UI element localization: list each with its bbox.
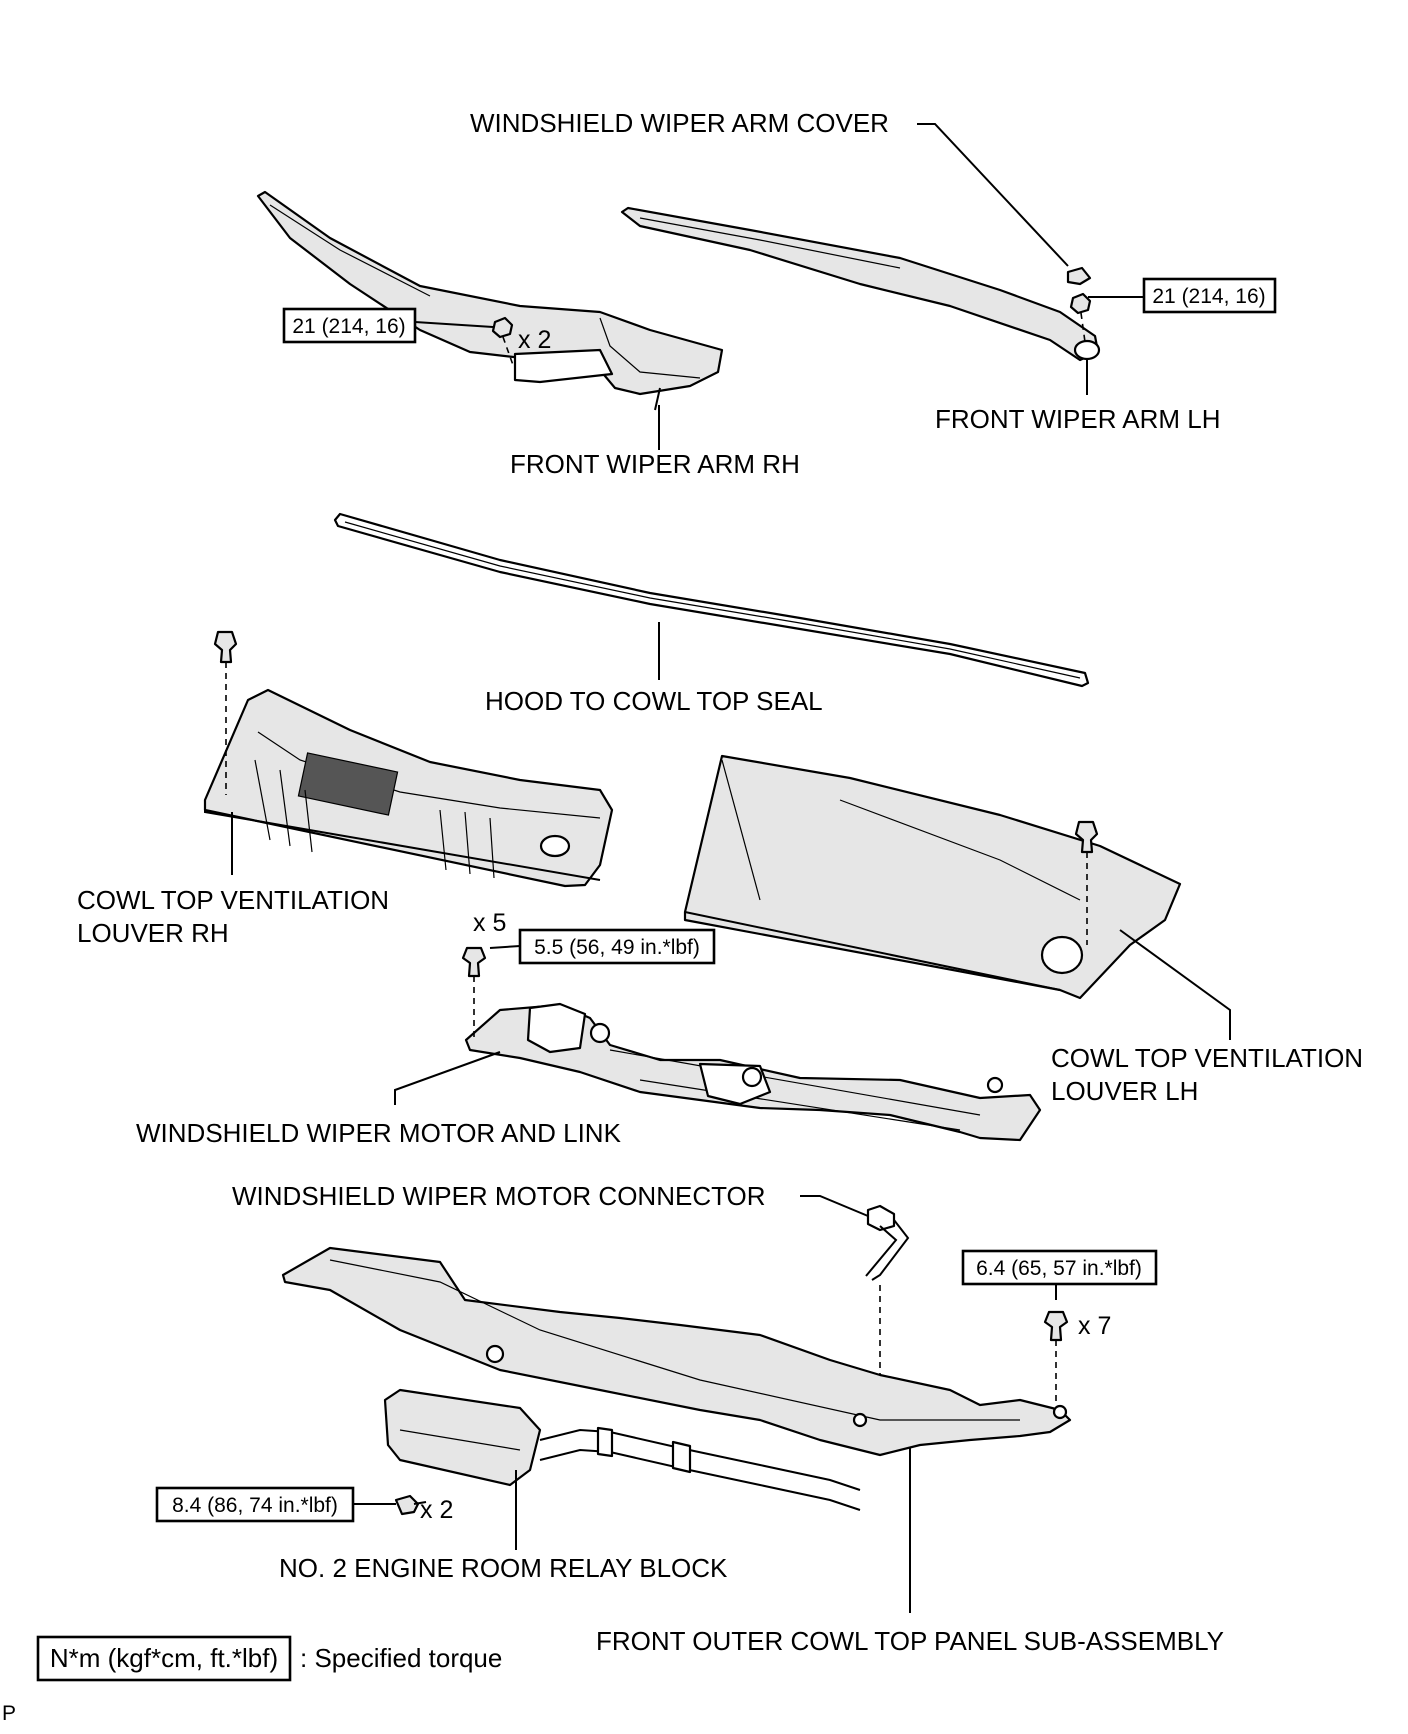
quantity-cowl-panel: x 7 [1078, 1312, 1111, 1340]
wiper-arm-cover-illustration [1066, 266, 1092, 286]
svg-text:6.4 (65, 57 in.*lbf): 6.4 (65, 57 in.*lbf) [976, 1257, 1142, 1280]
legend-unit-box: N*m (kgf*cm, ft.*lbf) [50, 1643, 278, 1673]
label-wiper-motor-and-link: WINDSHIELD WIPER MOTOR AND LINK [136, 1118, 622, 1148]
cowl-louver-lh-illustration [683, 754, 1182, 1000]
wiper-motor-and-link-illustration [464, 1002, 1042, 1142]
label-hood-to-cowl-top-seal: HOOD TO COWL TOP SEAL [485, 686, 823, 716]
label-outer-cowl-panel: FRONT OUTER COWL TOP PANEL SUB-ASSEMBLY [596, 1626, 1224, 1656]
torque-legend: N*m (kgf*cm, ft.*lbf) : Specified torque [36, 1635, 502, 1682]
label-wiper-arm-cover: WINDSHIELD WIPER ARM COVER [470, 108, 889, 138]
label-wiper-motor-connector: WINDSHIELD WIPER MOTOR CONNECTOR [232, 1181, 766, 1211]
quantity-arm-rh: x 2 [518, 326, 551, 354]
svg-text:21 (214, 16): 21 (214, 16) [1152, 285, 1265, 308]
torque-box-motor-link: 5.5 (56, 49 in.*lbf) [518, 928, 716, 965]
front-wiper-arm-lh-illustration [620, 206, 1101, 362]
relay-block-bolt-icon [394, 1494, 427, 1516]
arm-nut-rh-icon [491, 316, 514, 366]
relay-block-illustration [383, 1388, 861, 1511]
label-relay-block: NO. 2 ENGINE ROOM RELAY BLOCK [279, 1553, 728, 1583]
label-cowl-louver-lh-line2: LOUVER LH [1051, 1076, 1198, 1106]
label-front-wiper-arm-rh: FRONT WIPER ARM RH [510, 449, 800, 479]
wiper-motor-connector-illustration [865, 1204, 910, 1378]
torque-box-relay-block: 8.4 (86, 74 in.*lbf) [155, 1486, 355, 1523]
svg-text:21 (214, 16): 21 (214, 16) [292, 315, 405, 338]
svg-text:5.5 (56, 49 in.*lbf): 5.5 (56, 49 in.*lbf) [534, 936, 700, 959]
torque-box-arm-rh: 21 (214, 16) [282, 307, 417, 344]
label-cowl-louver-lh-line1: COWL TOP VENTILATION [1051, 1043, 1363, 1073]
corner-mark: P [2, 1702, 16, 1725]
svg-text:8.4 (86, 74 in.*lbf): 8.4 (86, 74 in.*lbf) [172, 1494, 338, 1517]
label-cowl-louver-rh-line1: COWL TOP VENTILATION [77, 885, 389, 915]
front-wiper-arm-rh-illustration [256, 190, 724, 411]
torque-box-arm-lh: 21 (214, 16) [1142, 277, 1277, 314]
torque-box-cowl-panel: 6.4 (65, 57 in.*lbf) [961, 1249, 1158, 1286]
leader-lines [231, 123, 1231, 1613]
motor-link-bolt-icon [461, 946, 487, 1040]
quantity-relay-block: x 2 [420, 1496, 453, 1524]
louver-rh-clip-icon [213, 630, 238, 795]
label-cowl-louver-rh-line2: LOUVER RH [77, 918, 229, 948]
label-front-wiper-arm-lh: FRONT WIPER ARM LH [935, 404, 1221, 434]
louver-lh-clip-icon [1074, 820, 1099, 945]
legend-meaning: : Specified torque [300, 1643, 502, 1673]
cowl-panel-bolt-icon [1043, 1310, 1069, 1405]
arm-nut-lh-icon [1069, 292, 1092, 343]
outer-cowl-panel-illustration [281, 1246, 1072, 1457]
hood-to-cowl-top-seal-illustration [333, 512, 1090, 688]
quantity-motor-link: x 5 [473, 909, 506, 937]
cowl-louver-rh-illustration [203, 688, 614, 888]
